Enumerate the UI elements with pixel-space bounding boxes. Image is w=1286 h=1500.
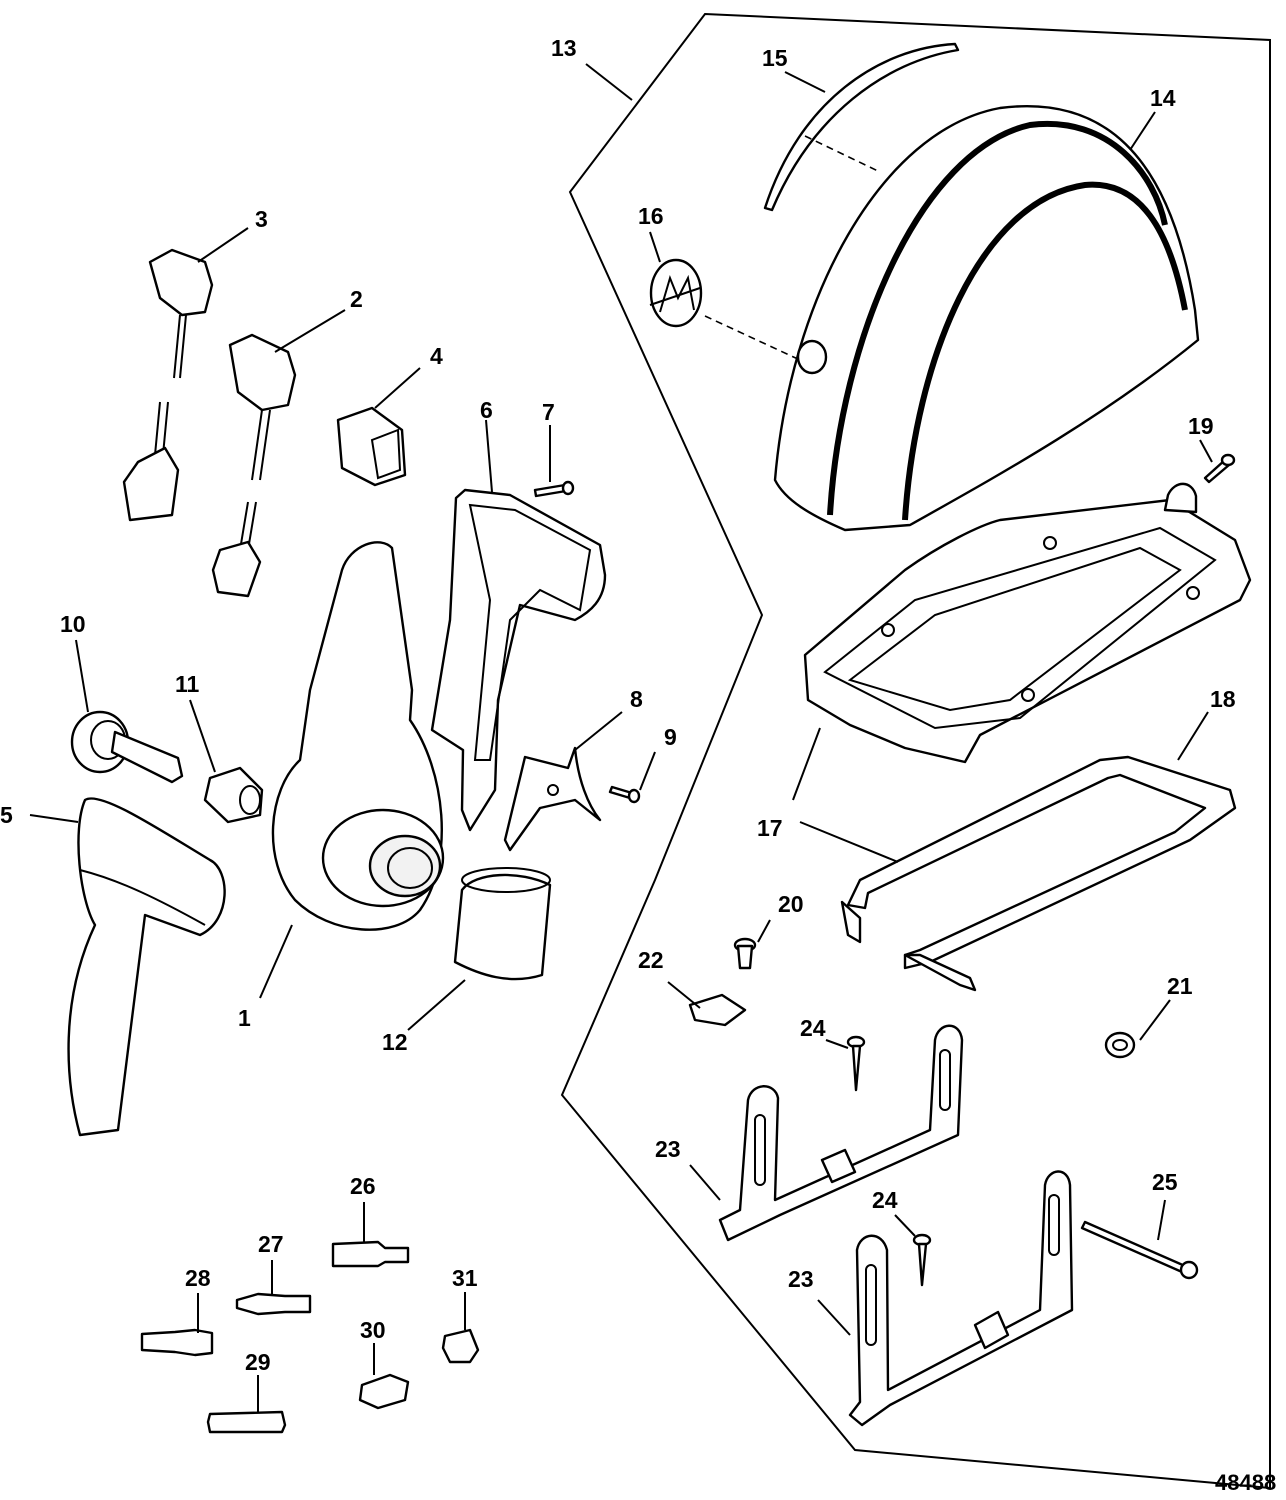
callout-3: 3 (255, 206, 268, 232)
leader-lines (29, 63, 1213, 1412)
callout-30: 30 (360, 1317, 386, 1343)
part-24-screw-upper (846, 1035, 866, 1092)
callout-13: 13 (551, 35, 577, 61)
callout-21: 21 (1167, 973, 1193, 999)
part-6-handle-half (430, 488, 607, 832)
part-16-logo-badge (649, 258, 703, 328)
callout-24-lower: 24 (872, 1187, 898, 1213)
callout-23-lower: 23 (788, 1266, 814, 1292)
part-17-base (803, 482, 1252, 764)
part-12-collar (453, 867, 552, 981)
callout-2: 2 (350, 286, 363, 312)
part-23-bracket-lower (848, 1170, 1074, 1427)
part-11-bushing (203, 766, 264, 824)
part-20-ferrule (733, 937, 757, 970)
callout-15: 15 (762, 45, 788, 71)
callout-20: 20 (778, 891, 804, 917)
part-27-terminal (235, 1292, 312, 1316)
callout-19: 19 (1188, 413, 1214, 439)
callout-11: 11 (175, 671, 200, 697)
callout-7: 7 (542, 399, 555, 425)
part-2-plug (211, 501, 262, 598)
part-21-clip (1104, 1031, 1136, 1059)
part-22-connector (688, 993, 747, 1027)
callout-8: 8 (630, 686, 643, 712)
callout-24-upper: 24 (800, 1015, 826, 1041)
part-28-terminal (140, 1328, 214, 1357)
part-3-switch-connector (148, 248, 214, 379)
callout-23-upper: 23 (655, 1136, 681, 1162)
callout-4: 4 (430, 343, 443, 369)
part-8-bezel (503, 746, 602, 852)
part-24-screw-lower (912, 1233, 932, 1287)
assembly-13-boundary (560, 12, 1271, 1490)
part-25-pin (1080, 1220, 1199, 1280)
part-30-splice (358, 1373, 410, 1410)
callout-27: 27 (258, 1231, 284, 1257)
figure-number: 48488 (1215, 1470, 1276, 1495)
callout-28: 28 (185, 1265, 211, 1291)
part-10-knob-spindle (70, 710, 184, 784)
part-2-connector (228, 333, 297, 481)
part-4-cap (336, 406, 407, 487)
callout-17-base: 17 (757, 815, 783, 841)
part-19-screw (1203, 453, 1236, 484)
callout-5: 5 (0, 802, 13, 828)
part-31-splice (441, 1328, 480, 1364)
part-7-screw (533, 480, 575, 498)
callout-26: 26 (350, 1173, 376, 1199)
part-9-screw (608, 785, 641, 804)
callout-1: 1 (238, 1005, 251, 1031)
callout-14: 14 (1150, 85, 1176, 111)
part-15-trim-strip (763, 42, 960, 212)
callout-12: 12 (382, 1029, 408, 1055)
part-23-bracket-upper (718, 1024, 964, 1242)
callout-10: 10 (60, 611, 86, 637)
part-26-terminal (331, 1240, 410, 1268)
part-29-sleeve (206, 1410, 287, 1434)
part-1-lever-body (271, 541, 445, 931)
part-3-plug (122, 401, 180, 522)
part-5-handle (67, 797, 226, 1137)
callout-31: 31 (452, 1265, 478, 1291)
callout-29: 29 (245, 1349, 271, 1375)
callout-25: 25 (1152, 1169, 1178, 1195)
callout-22: 22 (638, 947, 664, 973)
part-14-cover (773, 104, 1200, 532)
callout-6: 6 (480, 397, 493, 423)
callout-16: 16 (638, 203, 664, 229)
callout-labels: 1 2 3 4 5 6 7 8 9 10 11 12 13 14 15 16 1… (0, 35, 1236, 1375)
part-18-gasket (840, 755, 1237, 992)
callout-18: 18 (1210, 686, 1236, 712)
callout-9: 9 (664, 724, 677, 750)
